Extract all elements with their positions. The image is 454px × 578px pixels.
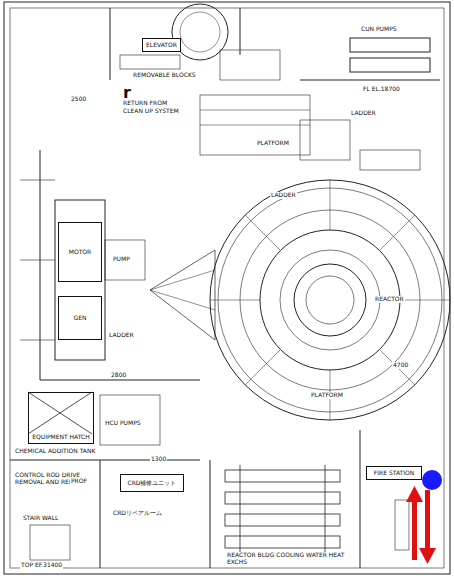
plan-label: 1300 <box>150 456 167 463</box>
plan-label: CRDリペアルーム <box>112 510 163 517</box>
plan-label: HCU PUMPS <box>104 420 142 427</box>
plan-label: PLATFORM <box>256 140 290 147</box>
plan-label: LADDER <box>108 332 135 339</box>
room-box: FIRE STATION <box>366 466 422 480</box>
plan-label: REACTOR BLDG COOLING WATER HEAT EXCHS <box>226 552 348 566</box>
room-name: CRD補修ユニット <box>128 480 177 487</box>
plan-label: CLEAN UP SYSTEM <box>122 108 180 115</box>
room-box: MOTOR <box>58 222 102 282</box>
plan-label: TOP EF.31400 <box>20 562 63 569</box>
plan-label: REACTOR <box>374 296 405 303</box>
plan-label: LADDER <box>270 192 297 199</box>
flow-arrows <box>406 486 436 564</box>
room-name: MOTOR <box>69 249 91 256</box>
plan-label: CUN PUMPS <box>360 26 398 33</box>
room-name: ELEVATOR <box>146 42 177 49</box>
plan-label: 4700 <box>392 362 409 369</box>
plan-label: PLATFORM <box>310 392 344 399</box>
plan-label: PUMP <box>112 256 131 263</box>
plan-label: CHEMICAL ADDITION TANK <box>14 448 96 455</box>
room-box: CRD補修ユニット <box>120 474 184 492</box>
room-box: ELEVATOR <box>142 38 181 52</box>
room-box: GEN <box>58 296 102 340</box>
plan-label: FL EL.18700 <box>362 86 401 93</box>
plan-label: RETURN FROM <box>122 100 168 107</box>
room-name: EQUIPMENT HATCH <box>32 434 90 441</box>
plan-label: LADDER <box>350 110 377 117</box>
plan-label: REMOVABLE BLOCKS <box>132 72 197 79</box>
room-name: GEN <box>74 315 87 322</box>
plan-label: PROF <box>70 478 88 485</box>
plan-label: 2800 <box>110 372 127 379</box>
room-name: FIRE STATION <box>374 470 414 477</box>
room-box: EQUIPMENT HATCH <box>28 392 94 444</box>
marker-dot <box>422 470 442 490</box>
plan-label: STAIR WALL <box>22 515 59 522</box>
plan-label: 2500 <box>70 96 87 103</box>
